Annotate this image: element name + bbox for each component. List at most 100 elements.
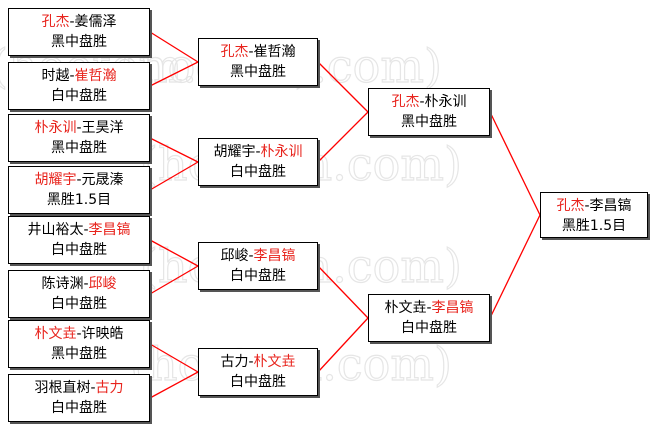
match-result: 白中盘胜 — [401, 320, 457, 336]
match-result: 黑中盘胜 — [51, 346, 107, 362]
match-box: 孔杰-朴永训黑中盘胜 — [368, 88, 490, 136]
player-b: 崔哲瀚 — [253, 44, 296, 60]
separator: - — [419, 94, 425, 110]
match-result: 白中盘胜 — [51, 400, 107, 416]
separator: - — [76, 326, 82, 342]
match-players: 羽根直树-古力 — [9, 378, 149, 398]
player-b: 许映皓 — [81, 326, 124, 342]
player-a: 朴文垚 — [34, 326, 77, 342]
match-players: 古力-朴文垚 — [199, 352, 317, 372]
match-players: 时越-崔哲瀚 — [9, 66, 149, 86]
bracket-line — [149, 371, 199, 399]
separator: - — [69, 14, 75, 30]
player-a: 孔杰 — [391, 94, 420, 110]
match-result: 黑中盘胜 — [401, 114, 457, 130]
match-box: 胡耀宇-朴永训白中盘胜 — [198, 138, 318, 186]
bracket-line — [149, 265, 199, 295]
match-result: 白中盘胜 — [51, 296, 107, 312]
player-b: 古力 — [95, 380, 124, 396]
match-box: 古力-朴文垚白中盘胜 — [198, 348, 318, 396]
player-b: 李昌镐 — [589, 198, 632, 214]
match-box: 朴文垚-许映皓黑中盘胜 — [8, 320, 150, 368]
match-players: 胡耀宇-元晟溱 — [9, 170, 149, 190]
player-b: 朴永训 — [424, 94, 467, 110]
player-a: 朴文垚 — [384, 300, 427, 316]
match-box: 孔杰-崔哲瀚黑中盘胜 — [198, 38, 318, 86]
match-players: 孔杰-崔哲瀚 — [199, 42, 317, 62]
bracket-line — [149, 137, 199, 163]
bracket-line — [489, 214, 541, 319]
match-result: 白中盘胜 — [230, 164, 286, 180]
player-b: 李昌镐 — [431, 300, 474, 316]
match-players: 陈诗渊-邱峻 — [9, 274, 149, 294]
player-b: 邱峻 — [88, 276, 117, 292]
player-a: 孔杰 — [556, 198, 585, 214]
separator: - — [248, 354, 254, 370]
bracket-line — [149, 343, 199, 373]
player-a: 朴永训 — [34, 120, 77, 136]
separator: - — [426, 300, 432, 316]
player-a: 孔杰 — [220, 44, 249, 60]
bracket-line — [317, 317, 369, 373]
match-players: 朴永训-王昊洋 — [9, 118, 149, 138]
match-result: 黑中盘胜 — [51, 140, 107, 156]
match-box: 孔杰-李昌镐黑胜1.5目 — [540, 192, 648, 238]
match-result: 黑胜1.5目 — [561, 218, 627, 234]
match-box: 羽根直树-古力白中盘胜 — [8, 374, 150, 422]
bracket-line — [149, 31, 199, 63]
bracket-line — [317, 61, 369, 113]
match-box: 胡耀宇-元晟溱黑胜1.5目 — [8, 166, 150, 214]
player-b: 李昌镐 — [253, 248, 296, 264]
separator: - — [83, 222, 89, 238]
separator: - — [248, 248, 254, 264]
separator: - — [248, 44, 254, 60]
player-b: 李昌镐 — [88, 222, 131, 238]
player-a: 孔杰 — [41, 14, 70, 30]
bracket-line — [149, 61, 199, 87]
match-box: 邱峻-李昌镐白中盘胜 — [198, 242, 318, 290]
player-a: 陈诗渊 — [41, 276, 84, 292]
match-result: 黑胜1.5目 — [46, 192, 112, 208]
match-result: 白中盘胜 — [230, 374, 286, 390]
player-b: 朴永训 — [260, 144, 303, 160]
bracket-line — [149, 239, 199, 267]
match-result: 黑中盘胜 — [51, 34, 107, 50]
match-result: 黑中盘胜 — [230, 64, 286, 80]
bracket-line — [489, 111, 541, 216]
match-players: 孔杰-姜儒泽 — [9, 12, 149, 32]
match-box: 时越-崔哲瀚白中盘胜 — [8, 62, 150, 110]
bracket-line — [317, 265, 369, 319]
player-a: 胡耀宇 — [213, 144, 256, 160]
player-b: 王昊洋 — [81, 120, 124, 136]
player-b: 元晟溱 — [81, 172, 124, 188]
separator: - — [83, 276, 89, 292]
player-b: 姜儒泽 — [74, 14, 117, 30]
match-box: 井山裕太-李昌镐白中盘胜 — [8, 216, 150, 264]
match-players: 孔杰-李昌镐 — [541, 196, 647, 216]
player-a: 时越 — [41, 68, 70, 84]
separator: - — [69, 68, 75, 84]
separator: - — [255, 144, 261, 160]
separator: - — [76, 120, 82, 136]
match-players: 邱峻-李昌镐 — [199, 246, 317, 266]
player-a: 羽根直树 — [34, 380, 91, 396]
player-a: 井山裕太 — [27, 222, 84, 238]
match-players: 朴文垚-许映皓 — [9, 324, 149, 344]
match-players: 孔杰-朴永训 — [369, 92, 489, 112]
match-players: 朴文垚-李昌镐 — [369, 298, 489, 318]
match-players: 井山裕太-李昌镐 — [9, 220, 149, 240]
match-box: 陈诗渊-邱峻白中盘胜 — [8, 270, 150, 318]
separator: - — [584, 198, 590, 214]
player-a: 邱峻 — [220, 248, 249, 264]
bracket-line — [149, 161, 199, 191]
match-result: 白中盘胜 — [51, 242, 107, 258]
match-box: 朴文垚-李昌镐白中盘胜 — [368, 294, 490, 342]
match-box: 朴永训-王昊洋黑中盘胜 — [8, 114, 150, 162]
player-b: 崔哲瀚 — [74, 68, 117, 84]
match-players: 胡耀宇-朴永训 — [199, 142, 317, 162]
player-a: 胡耀宇 — [34, 172, 77, 188]
match-result: 白中盘胜 — [51, 88, 107, 104]
separator: - — [76, 172, 82, 188]
player-b: 朴文垚 — [253, 354, 296, 370]
